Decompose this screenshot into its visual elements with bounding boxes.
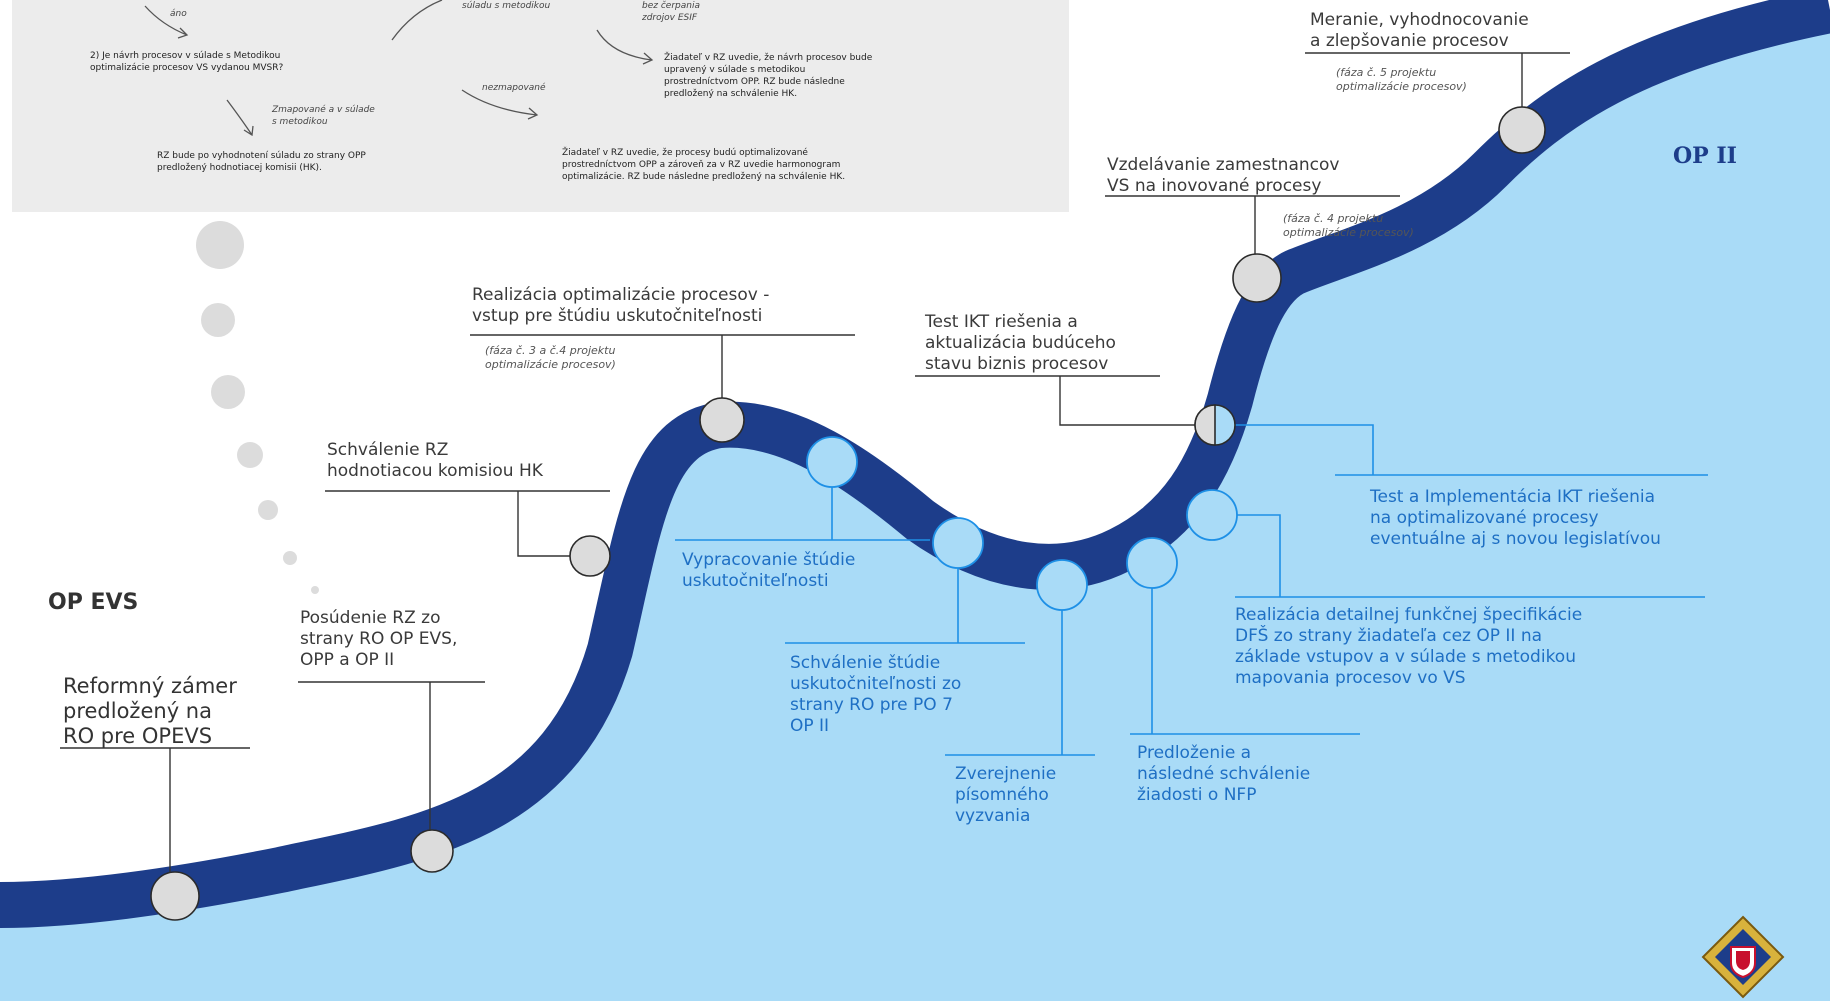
node-dfs: [1186, 489, 1238, 541]
node-vypracovanie: [806, 436, 858, 488]
node-vzdelavanie: [1232, 253, 1282, 303]
node-test-ikt[interactable]: [1194, 404, 1236, 446]
panel-question-2: 2) Je návrh procesov v súlade s Metodiko…: [90, 51, 284, 73]
node-zverejnenie: [1036, 559, 1088, 611]
node-schvalenie-studie: [932, 517, 984, 569]
node-posudenie: [410, 829, 454, 873]
panel-arrows: [144, 0, 654, 137]
panel-nezmapovane: nezmapované: [482, 83, 546, 93]
node-schvalenie-rz: [569, 535, 611, 577]
node-reformny-zamer: [150, 871, 200, 921]
region-op-ii: OP II: [1673, 143, 1737, 169]
blue-nodes[interactable]: [806, 436, 1238, 611]
decision-panel: áno 2) Je návrh procesov v súlade s Meto…: [12, 0, 1069, 212]
node-realizacia-opt: [699, 397, 745, 443]
node-predlozenie: [1126, 537, 1178, 589]
panel-optimalizovane: Žiadateľ v RZ uvedie, že procesy budú op…: [562, 148, 846, 182]
panel-top-mid: súladu s metodikou: [462, 1, 551, 11]
bubbles: [196, 221, 319, 594]
step-dfs: Realizácia detailnej funkčnej špecifikác…: [1235, 605, 1583, 688]
gray-nodes[interactable]: [150, 106, 1546, 921]
panel-rz-bude: RZ bude po vyhodnotení súladu zo strany …: [157, 151, 366, 173]
panel-upraveny: Žiadateľ v RZ uvedie, že návrh procesov …: [664, 53, 873, 99]
region-op-evs: OP EVS: [48, 590, 139, 615]
gray-connectors: [60, 52, 1570, 877]
node-meranie: [1498, 106, 1546, 154]
coat-of-arms-logo: [1701, 915, 1785, 999]
step-realizacia-opt: Realizácia optimalizácie procesov -vstup…: [472, 285, 770, 326]
panel-ano: áno: [170, 9, 187, 19]
